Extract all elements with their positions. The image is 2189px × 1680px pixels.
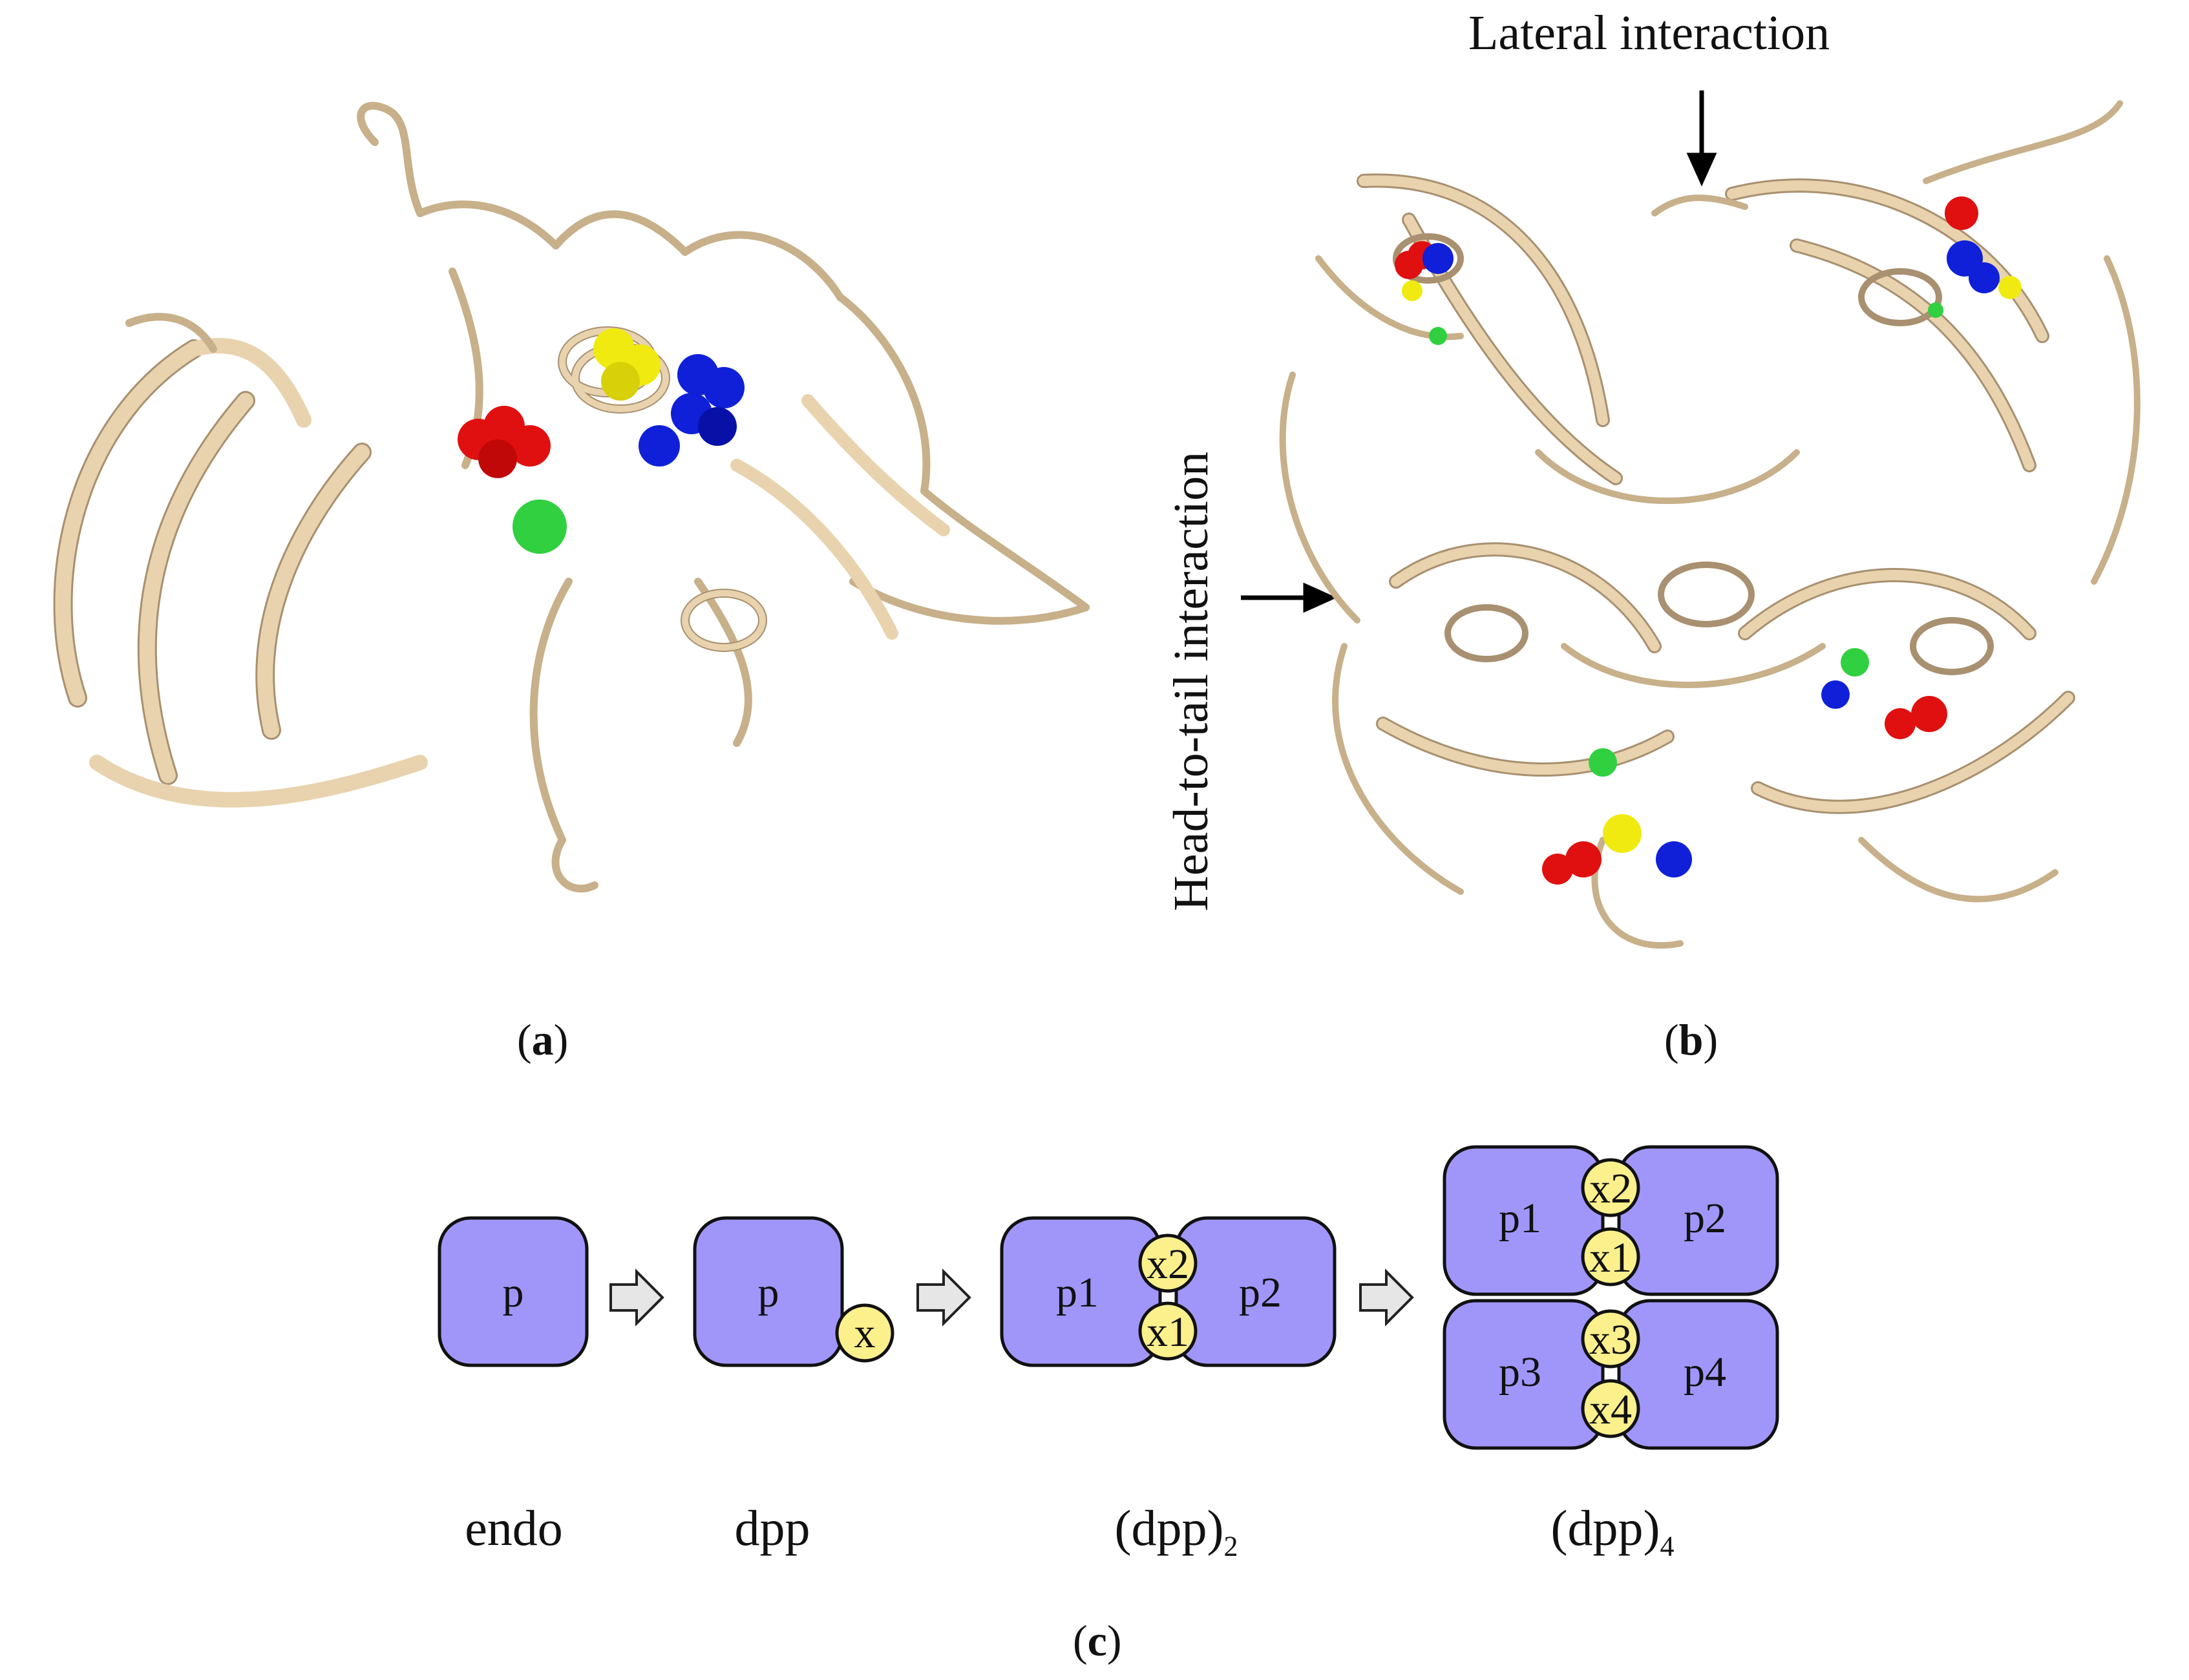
- endo-label: endo: [465, 1500, 563, 1556]
- right-label: p2: [1239, 1269, 1282, 1316]
- ball-label: x: [854, 1310, 876, 1357]
- panel-a-caption: (a): [517, 1015, 569, 1064]
- protein-block-p3: [1443, 1299, 1605, 1450]
- transition-arrow-2: [916, 1268, 971, 1327]
- protein-block: [693, 1216, 844, 1367]
- dpp2-label: (dpp)2: [1114, 1500, 1238, 1562]
- left-label: p1: [1056, 1269, 1099, 1316]
- ball-top: [1138, 1234, 1198, 1293]
- ball-x2: [1581, 1158, 1640, 1217]
- endo-stage: p: [438, 1216, 589, 1367]
- block-label: p: [758, 1269, 779, 1316]
- blue-atom-cluster: [639, 354, 745, 467]
- dpp2-stage: p1 p2 x2 x1: [1000, 1216, 1337, 1367]
- protein-block-right: [1174, 1216, 1337, 1367]
- green-atom: [513, 499, 567, 554]
- protein-block-left: [1000, 1216, 1162, 1367]
- dpp-label: dpp: [734, 1500, 810, 1556]
- ball-top-label: x2: [1147, 1241, 1189, 1288]
- lateral-arrow: [1686, 90, 1717, 187]
- ball-x4-label: x4: [1589, 1386, 1632, 1433]
- red-atom-cluster: [458, 406, 551, 478]
- oligomer-schematic-c: .blk { fill: #a096fa; stroke: #111; stro…: [438, 1145, 1779, 1450]
- ball-bottom: [1138, 1301, 1198, 1361]
- p2-label: p2: [1684, 1195, 1726, 1242]
- p1-label: p1: [1499, 1195, 1541, 1242]
- ball-x3-label: x3: [1589, 1316, 1632, 1363]
- protein-block-p4: [1617, 1299, 1779, 1450]
- ball-x2-label: x2: [1589, 1165, 1632, 1212]
- block-label: p: [503, 1269, 524, 1316]
- yellow-atom-cluster: [593, 328, 661, 401]
- protein-block-p2: [1617, 1145, 1779, 1296]
- protein-structure-a: [53, 101, 1090, 893]
- atoms-bottom-right: [1821, 648, 1947, 739]
- transition-arrow-3: [1359, 1268, 1414, 1327]
- ball-x1: [1581, 1227, 1640, 1286]
- protein-block: [438, 1216, 589, 1367]
- ball-bottom-label: x1: [1147, 1308, 1189, 1356]
- transition-arrow-1: [609, 1268, 664, 1327]
- head-to-tail-interaction-label: Head-to-tail interaction: [1164, 451, 1218, 911]
- ball-x3: [1581, 1309, 1640, 1369]
- atoms-bottom-left: [1542, 748, 1692, 885]
- p4-label: p4: [1684, 1349, 1726, 1396]
- dpp4-stage: p1 p2 p3 p4 x2 x1 x3 x4: [1443, 1145, 1779, 1450]
- atoms-top-right: [1928, 196, 2022, 318]
- ball-x4: [1581, 1379, 1640, 1438]
- propeptide-ball: [835, 1303, 894, 1363]
- protein-block-p1: [1443, 1145, 1605, 1296]
- lateral-interaction-label: Lateral interaction: [1468, 6, 1830, 60]
- ball-x1-label: x1: [1589, 1234, 1632, 1281]
- tetramer-structure-b: [1241, 90, 2141, 949]
- panel-c-caption: (c): [1073, 1616, 1122, 1665]
- dpp-stage: p x: [693, 1216, 894, 1367]
- atoms-top-left: [1395, 241, 1454, 345]
- p3-label: p3: [1499, 1349, 1541, 1396]
- dpp4-label: (dpp)4: [1550, 1500, 1675, 1562]
- panel-b-caption: (b): [1664, 1015, 1718, 1064]
- head-to-tail-arrow: [1241, 582, 1337, 613]
